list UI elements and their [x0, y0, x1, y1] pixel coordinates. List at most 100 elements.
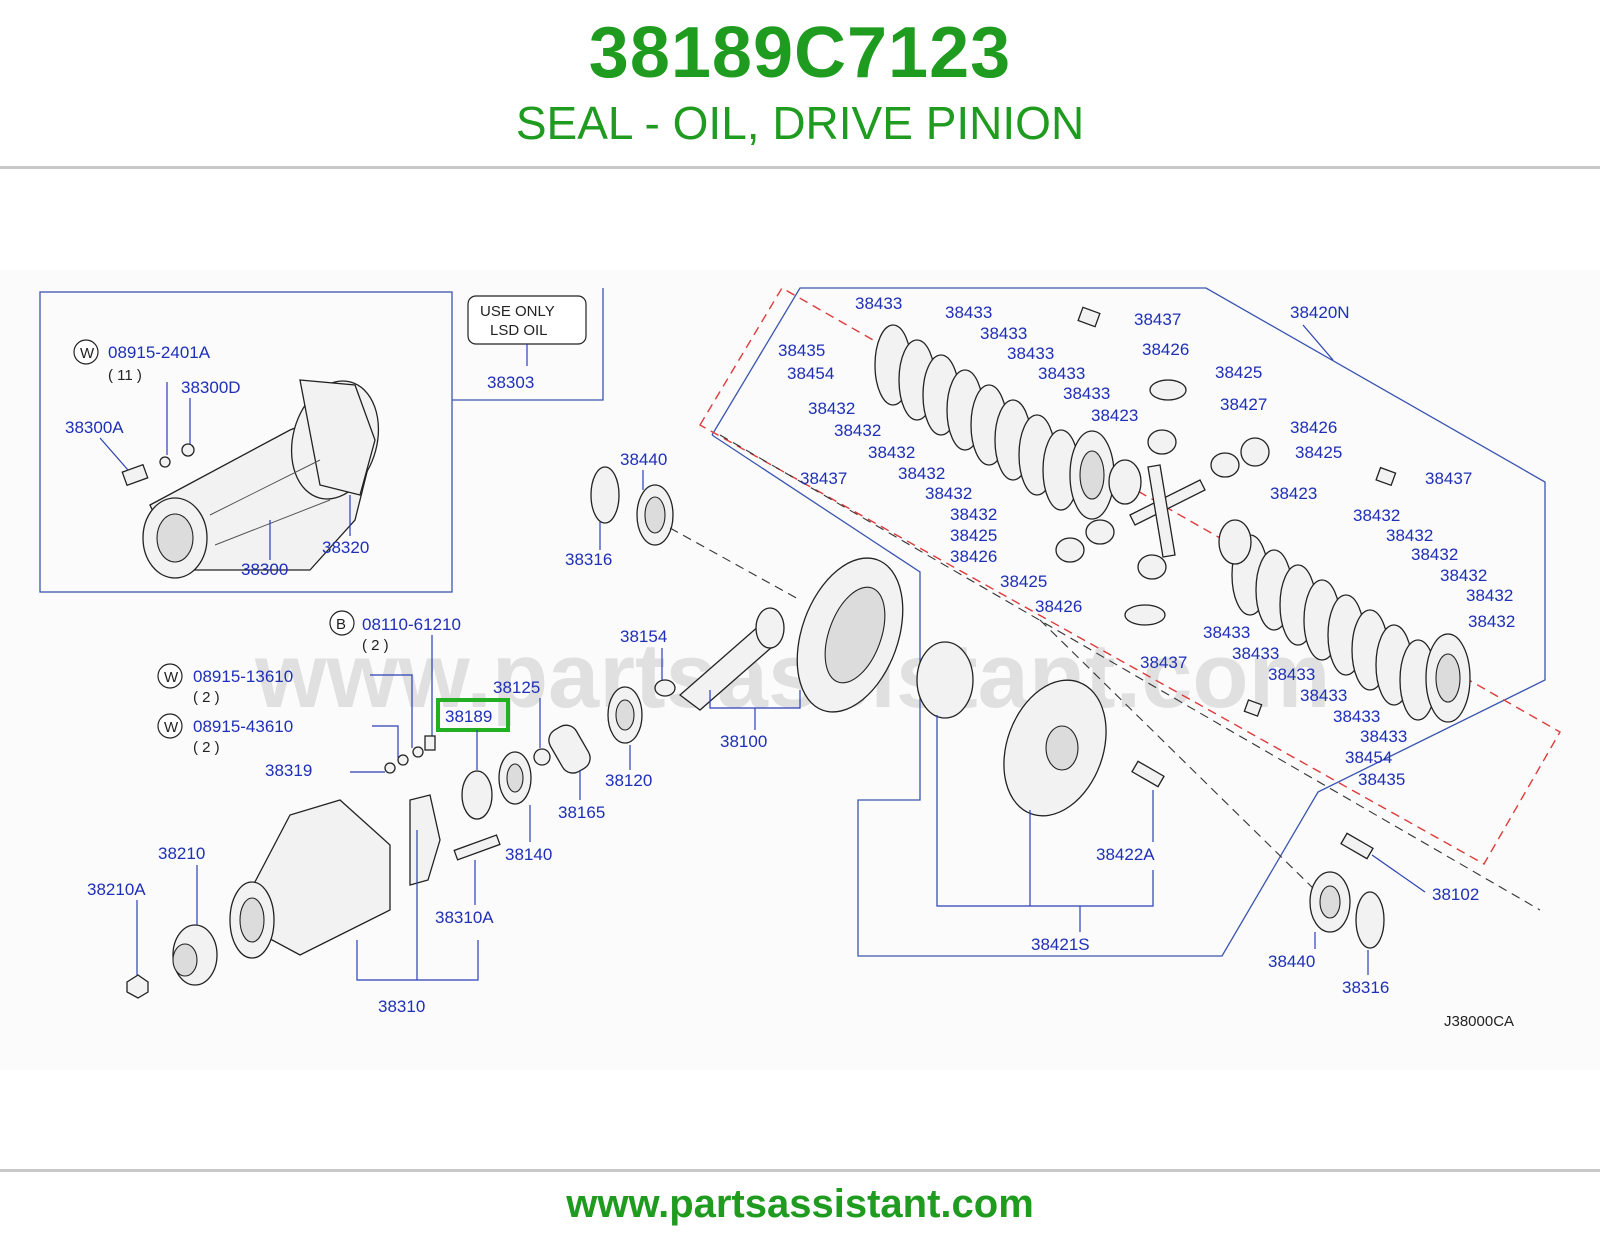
callout-38425-2: 38425: [1000, 572, 1047, 591]
note-line-2: LSD OIL: [490, 322, 548, 339]
w-marker: [73, 339, 99, 365]
differential-gears: [1055, 379, 1270, 626]
callout-38433-1: 38433: [855, 294, 902, 313]
callout-38432-9: 38432: [1411, 545, 1458, 564]
note-leader-box: [452, 288, 604, 401]
callout-08915-2401A-qty: ( 11 ): [108, 367, 142, 384]
callout-38437-1: 38437: [800, 469, 847, 488]
callout-38454-right: 38454: [1345, 748, 1392, 767]
callout-38433-4: 38433: [1007, 344, 1054, 363]
callout-38120: 38120: [605, 771, 652, 790]
callout-08915-13610-qty: ( 2 ): [193, 689, 220, 706]
callout-38303: 38303: [487, 373, 534, 392]
callout-38316-upper: 38316: [565, 550, 612, 569]
callout-38423-1: 38423: [1091, 406, 1138, 425]
callout-38432-4: 38432: [898, 464, 945, 483]
callout-38140: 38140: [505, 845, 552, 864]
callout-08915-13610: 08915-13610: [193, 667, 293, 686]
callout-38432-1: 38432: [808, 399, 855, 418]
callout-38100: 38100: [720, 732, 767, 751]
callout-38433-11: 38433: [1333, 707, 1380, 726]
callout-38433-2: 38433: [945, 303, 992, 322]
callout-38189-highlighted[interactable]: 38189: [445, 707, 492, 726]
callout-38433-7: 38433: [1203, 623, 1250, 642]
w-marker-letter: W: [80, 345, 95, 362]
callout-08915-43610: 08915-43610: [193, 717, 293, 736]
differential-group-box: [711, 287, 1546, 957]
carrier-housing-drawing: [121, 379, 380, 579]
site-url[interactable]: www.partsassistant.com: [566, 1182, 1034, 1226]
ring-and-pinion-drawing: [654, 557, 904, 713]
callout-38426-3: 38426: [1142, 340, 1189, 359]
callout-38210: 38210: [158, 844, 205, 863]
diagram-canvas: www.partsassistant.com USE ONLY LSD OIL …: [39, 287, 1561, 1030]
callout-38425-3: 38425: [1215, 363, 1262, 382]
callout-38154: 38154: [620, 627, 667, 646]
callout-38432-11: 38432: [1466, 586, 1513, 605]
callout-38440-upper: 38440: [620, 450, 667, 469]
callout-38426-2: 38426: [1035, 597, 1082, 616]
watermark: www.partsassistant.com: [254, 625, 1330, 727]
callout-38165: 38165: [558, 803, 605, 822]
part-description: SEAL - OIL, DRIVE PINION: [515, 97, 1085, 149]
callout-38435-right: 38435: [1358, 770, 1405, 789]
callout-38300D: 38300D: [181, 378, 241, 397]
part-number-title: 38189C7123: [588, 13, 1012, 93]
callout-38210A: 38210A: [87, 880, 146, 899]
callout-08110-61210-qty: ( 2 ): [362, 637, 389, 654]
callout-08915-2401A: 08915-2401A: [108, 343, 211, 362]
page-header: 38189C7123 SEAL - OIL, DRIVE PINION: [0, 0, 1600, 168]
callout-38432-3: 38432: [868, 443, 915, 462]
w-marker-2-letter: W: [164, 669, 179, 686]
callout-38421S: 38421S: [1031, 935, 1090, 954]
callout-38300: 38300: [241, 560, 288, 579]
b-marker-letter: B: [336, 616, 346, 633]
b-marker: [329, 610, 355, 636]
callout-38437-2: 38437: [1134, 310, 1181, 329]
bolt-cluster: [384, 735, 436, 774]
callout-38433-9: 38433: [1268, 665, 1315, 684]
footer-divider: [0, 1169, 1600, 1172]
side-bearing-lower: [1309, 871, 1385, 949]
header-divider: [0, 166, 1600, 169]
w-marker-3-letter: W: [164, 719, 179, 736]
differential-case: [916, 641, 1374, 860]
callout-38432-8: 38432: [1386, 526, 1433, 545]
callout-38427: 38427: [1220, 395, 1267, 414]
callout-38432-6: 38432: [950, 505, 997, 524]
callout-08110-61210: 08110-61210: [362, 615, 461, 634]
housing-inset-box: [39, 291, 453, 593]
callout-38437-4: 38437: [1140, 653, 1187, 672]
callout-38319: 38319: [265, 761, 312, 780]
lsd-group-outline: [699, 287, 1561, 865]
callout-38426-4: 38426: [1290, 418, 1337, 437]
callout-38433-6: 38433: [1063, 384, 1110, 403]
callout-38432-2: 38432: [834, 421, 881, 440]
callout-38433-3: 38433: [980, 324, 1027, 343]
diagram-code: J38000CA: [1444, 1013, 1514, 1030]
callout-38316-lower: 38316: [1342, 978, 1389, 997]
callout-38433-5: 38433: [1038, 364, 1085, 383]
callout-38432-7: 38432: [1353, 506, 1400, 525]
callout-38310: 38310: [378, 997, 425, 1016]
companion-flange: [126, 924, 218, 999]
callout-38422A: 38422A: [1096, 845, 1155, 864]
callout-38426-1: 38426: [950, 547, 997, 566]
callout-38433-8: 38433: [1232, 644, 1279, 663]
side-bearing-upper: [590, 466, 674, 546]
callout-38425-4: 38425: [1295, 443, 1342, 462]
callout-38437-3: 38437: [1425, 469, 1472, 488]
callout-38433-10: 38433: [1300, 686, 1347, 705]
callout-38300A: 38300A: [65, 418, 124, 437]
callout-38320: 38320: [322, 538, 369, 557]
callout-38420N: 38420N: [1290, 303, 1350, 322]
callout-38310A: 38310A: [435, 908, 494, 927]
callout-38440-lower: 38440: [1268, 952, 1315, 971]
callout-38423-2: 38423: [1270, 484, 1317, 503]
callout-38432-5: 38432: [925, 484, 972, 503]
clutch-stack-left: [874, 324, 1115, 520]
gear-carrier-front: [229, 794, 501, 959]
callout-38432-12: 38432: [1468, 612, 1515, 631]
note-line-1: USE ONLY: [480, 303, 555, 320]
w-marker-2: [157, 663, 183, 689]
